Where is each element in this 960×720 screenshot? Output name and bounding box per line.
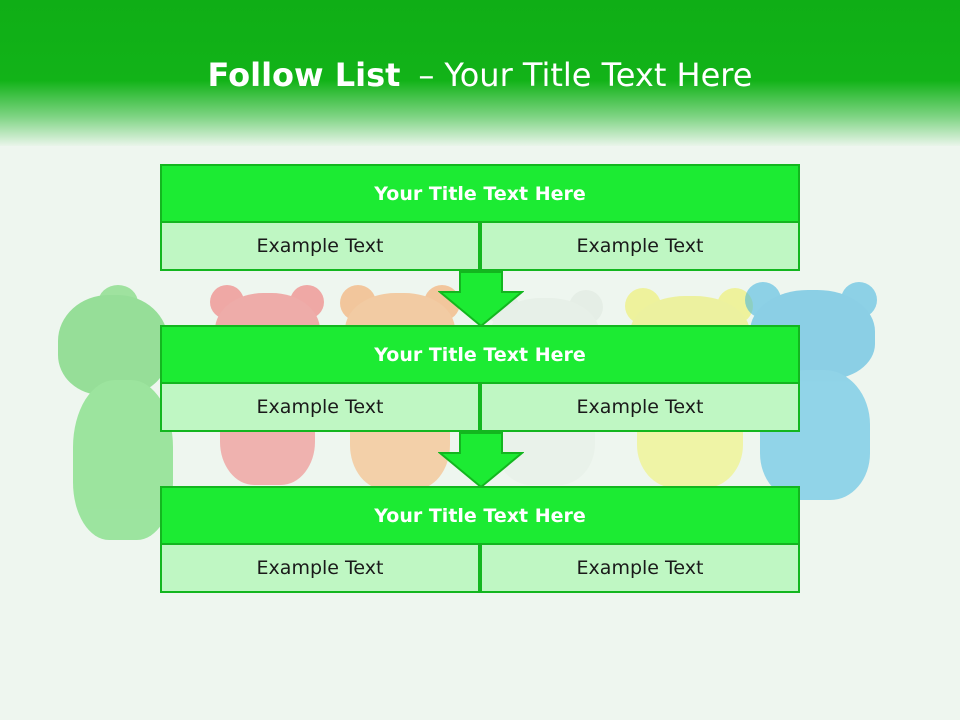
block-title: Your Title Text Here xyxy=(160,164,800,223)
slide-title: Follow List–Your Title Text Here xyxy=(0,52,960,98)
down-arrow-icon xyxy=(438,271,524,328)
block-title: Your Title Text Here xyxy=(160,325,800,384)
block-cell-left: Example Text xyxy=(160,221,480,271)
block-cell-left: Example Text xyxy=(160,543,480,593)
block-cell-left: Example Text xyxy=(160,382,480,432)
slide-title-dash: – xyxy=(418,56,435,94)
block-cell-right: Example Text xyxy=(480,382,800,432)
header-banner xyxy=(0,0,960,146)
slide-title-bold: Follow List xyxy=(207,56,401,94)
green-bear-image xyxy=(48,285,188,540)
slide-title-text: Your Title Text Here xyxy=(444,56,753,94)
block-title: Your Title Text Here xyxy=(160,486,800,545)
block-cell-right: Example Text xyxy=(480,543,800,593)
block-cell-right: Example Text xyxy=(480,221,800,271)
down-arrow-icon xyxy=(438,432,524,489)
